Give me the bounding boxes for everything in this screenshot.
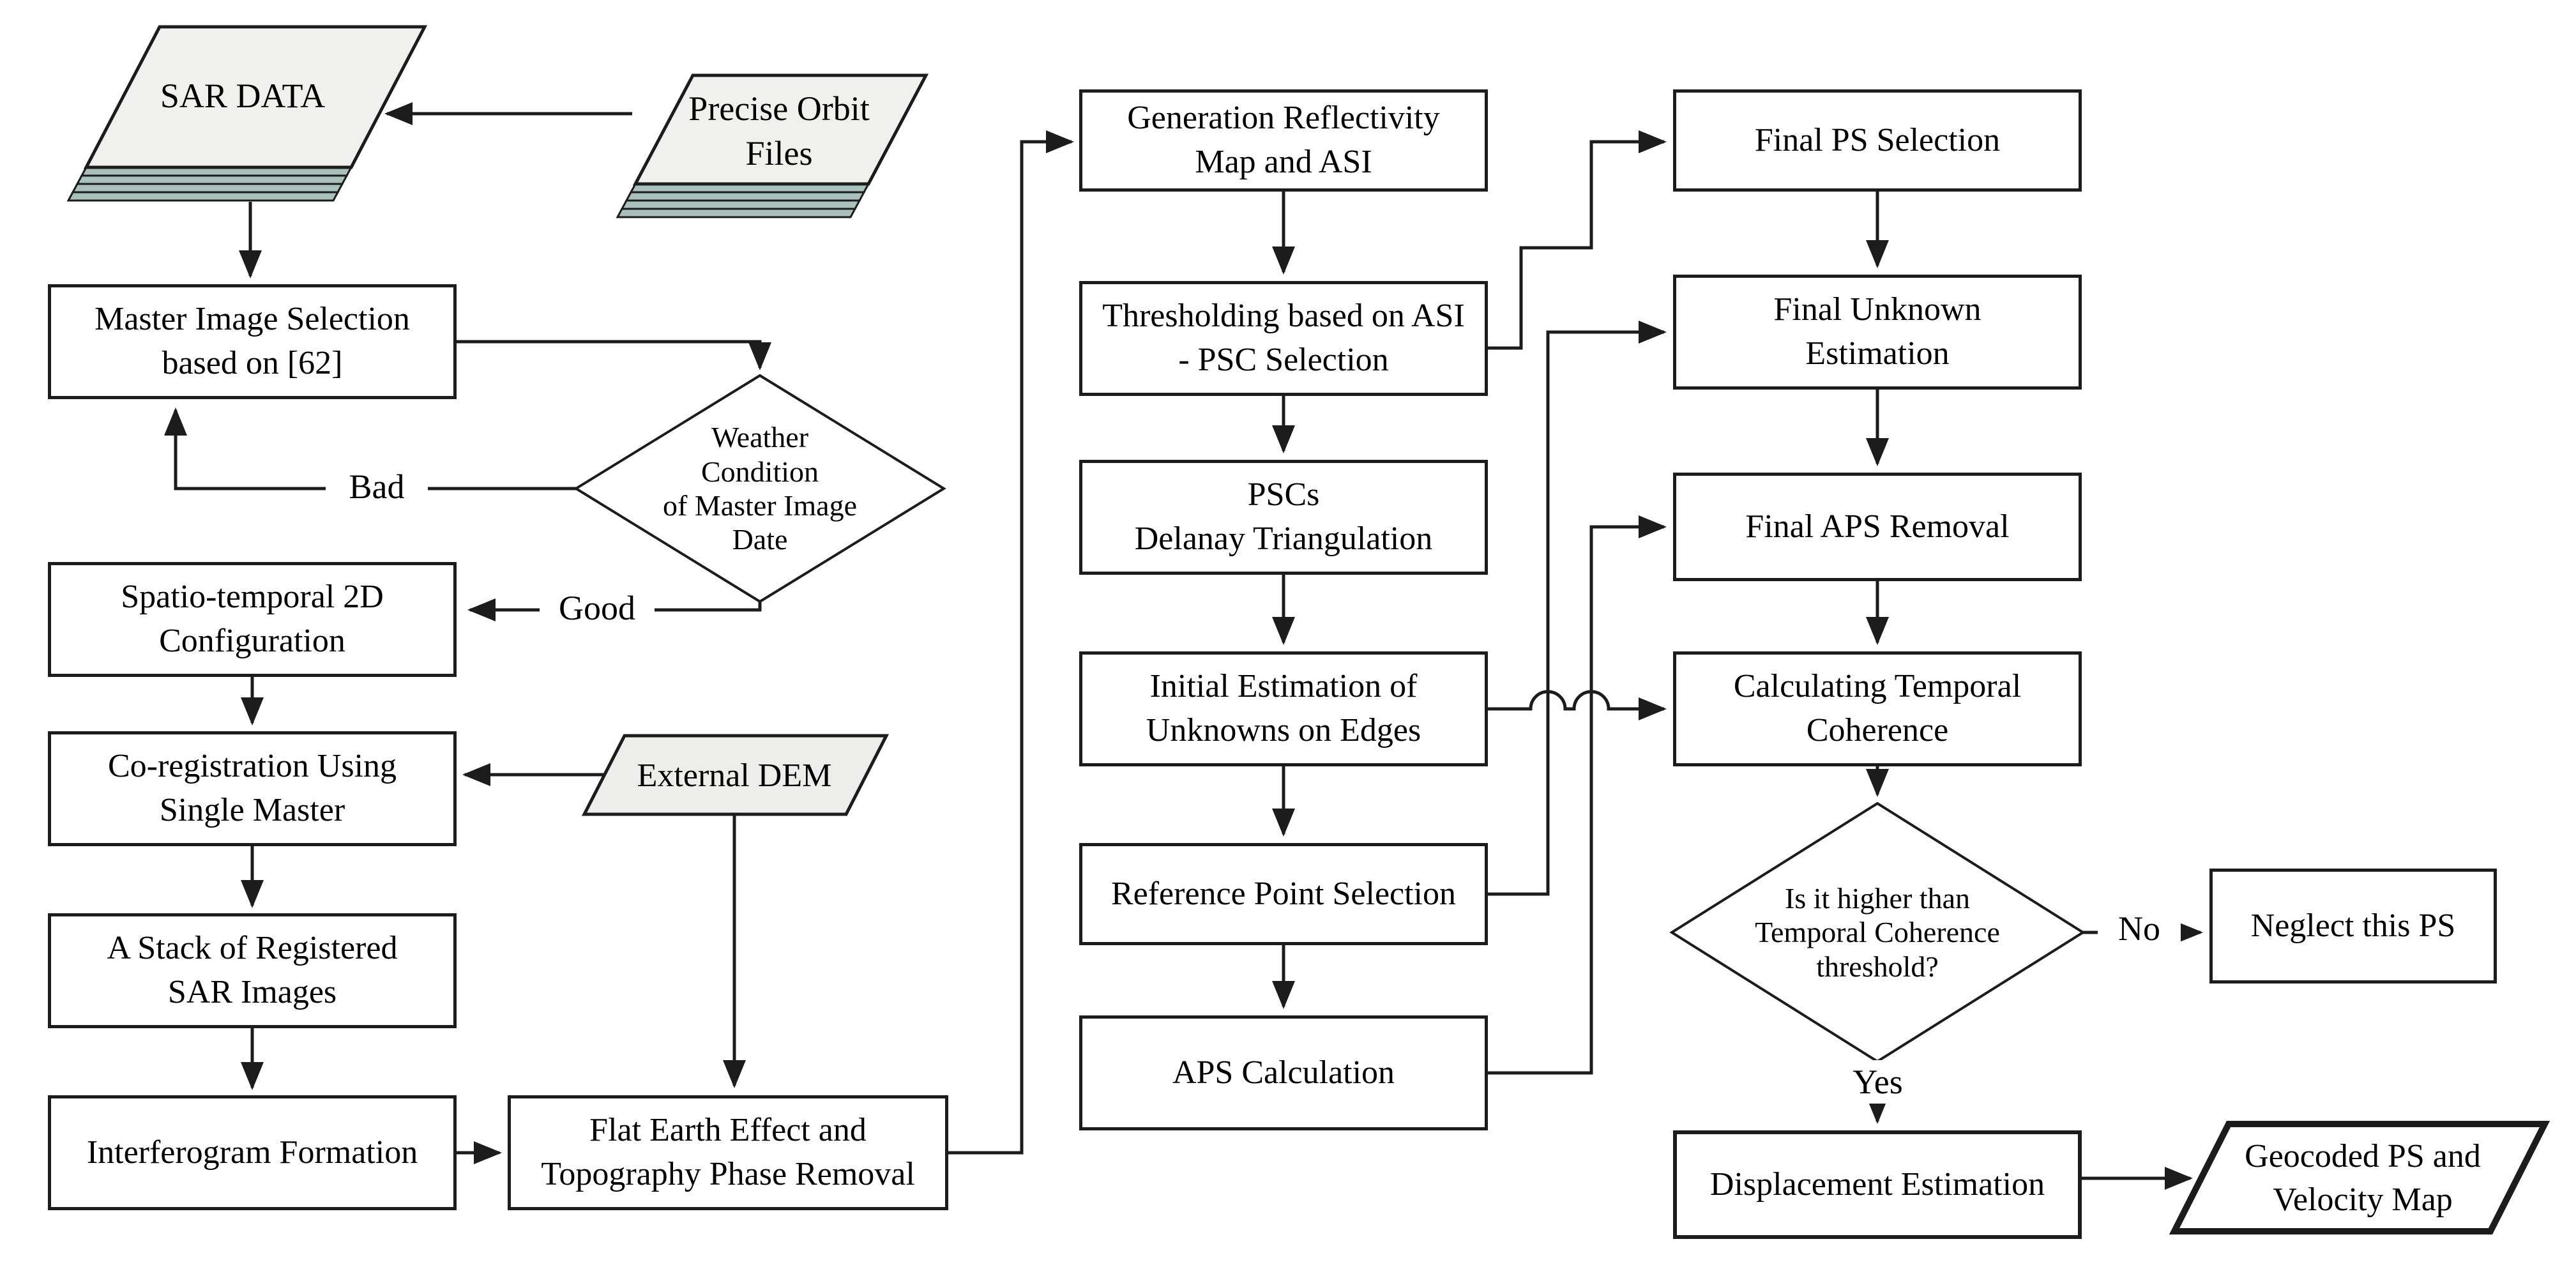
generation-reflectivity-label: Generation Reflectivity Map and ASI xyxy=(1127,100,1440,180)
node-thresholding-psc: Thresholding based on ASI - PSC Selectio… xyxy=(1079,281,1488,396)
node-spatio-temporal-configuration: Spatio-temporal 2D Configuration xyxy=(48,562,457,677)
bad-label-text: Bad xyxy=(349,467,405,506)
node-interferogram-formation: Interferogram Formation xyxy=(48,1095,457,1210)
external-dem-label: External DEM xyxy=(637,757,832,794)
node-coherence-check: Is it higher than Temporal Coherence thr… xyxy=(1711,865,2043,999)
final-unknown-estimation-label: Final Unknown Estimation xyxy=(1773,291,1981,372)
node-aps-calculation: APS Calculation xyxy=(1079,1015,1488,1130)
precise-orbit-files-label: Precise Orbit Files xyxy=(688,89,870,172)
node-final-unknown-estimation: Final Unknown Estimation xyxy=(1673,275,2082,390)
node-initial-estimation: Initial Estimation of Unknowns on Edges xyxy=(1079,651,1488,766)
weather-condition-diamond xyxy=(573,374,946,604)
node-master-image-selection: Master Image Selection based on [62] xyxy=(48,284,457,399)
pscs-triangulation-label: PSCs Delanay Triangulation xyxy=(1134,476,1433,557)
aps-calculation-label: APS Calculation xyxy=(1172,1054,1395,1091)
reference-point-selection-label: Reference Point Selection xyxy=(1110,875,1457,912)
edge-label-bad: Bad xyxy=(326,465,428,508)
edge-label-yes: Yes xyxy=(1831,1060,1924,1104)
calculating-temporal-coherence-label: Calculating Temporal Coherence xyxy=(1733,668,2022,748)
spatio-temporal-configuration-label: Spatio-temporal 2D Configuration xyxy=(121,579,384,659)
stack-registered-images-label: A Stack of Registered SAR Images xyxy=(107,930,398,1010)
node-calculating-temporal-coherence: Calculating Temporal Coherence xyxy=(1673,651,2082,766)
edge-initial-to-calctemporal xyxy=(1488,690,1667,720)
node-pscs-triangulation: PSCs Delanay Triangulation xyxy=(1079,460,1488,575)
precise-orbit-stack-icon xyxy=(616,73,929,218)
node-sar-data: SAR DATA xyxy=(96,51,390,141)
node-reference-point-selection: Reference Point Selection xyxy=(1079,843,1488,945)
edge-reference-to-finalunknown xyxy=(1488,321,1667,896)
node-weather-condition: Weather Condition of Master Image Date xyxy=(587,420,932,557)
node-generation-reflectivity: Generation Reflectivity Map and ASI xyxy=(1079,89,1488,192)
edge-flatearth-to-generation xyxy=(948,130,1074,1155)
edge-thresholding-to-finalps xyxy=(1488,130,1667,350)
weather-condition-label: Weather Condition of Master Image Date xyxy=(663,421,857,556)
node-stack-registered-images: A Stack of Registered SAR Images xyxy=(48,913,457,1028)
interferogram-formation-label: Interferogram Formation xyxy=(86,1134,418,1171)
edge-label-good: Good xyxy=(540,586,655,630)
no-label-text: No xyxy=(2118,909,2160,948)
good-label-text: Good xyxy=(559,589,635,627)
node-precise-orbit-files: Precise Orbit Files xyxy=(645,80,913,182)
sar-data-label: SAR DATA xyxy=(160,76,326,115)
displacement-estimation-label: Displacement Estimation xyxy=(1709,1166,2045,1203)
node-external-dem: External DEM xyxy=(594,741,875,811)
node-geocoded-output: Geocoded PS and Velocity Map xyxy=(2229,1130,2497,1226)
coregistration-label: Co-registration Using Single Master xyxy=(107,748,397,828)
node-neglect-this-ps: Neglect this PS xyxy=(2209,869,2497,984)
edge-label-no: No xyxy=(2098,907,2181,950)
neglect-this-ps-label: Neglect this PS xyxy=(2250,907,2456,944)
final-aps-removal-label: Final APS Removal xyxy=(1745,508,2010,545)
coherence-check-label: Is it higher than Temporal Coherence thr… xyxy=(1755,881,2000,983)
yes-label-text: Yes xyxy=(1852,1063,1903,1101)
sar-data-stack-icon xyxy=(66,25,428,202)
node-coregistration: Co-registration Using Single Master xyxy=(48,731,457,846)
node-final-aps-removal: Final APS Removal xyxy=(1673,473,2082,581)
edge-master-to-weather xyxy=(457,340,771,370)
final-ps-selection-label: Final PS Selection xyxy=(1754,121,2001,158)
geocoded-output-shape xyxy=(2169,1121,2550,1234)
geocoded-output-label: Geocoded PS and Velocity Map xyxy=(2245,1138,2481,1218)
thresholding-psc-label: Thresholding based on ASI - PSC Selectio… xyxy=(1102,298,1465,378)
initial-estimation-label: Initial Estimation of Unknowns on Edges xyxy=(1146,668,1421,748)
node-flat-earth-removal: Flat Earth Effect and Topography Phase R… xyxy=(508,1095,948,1210)
node-final-ps-selection: Final PS Selection xyxy=(1673,89,2082,192)
flat-earth-removal-label: Flat Earth Effect and Topography Phase R… xyxy=(541,1112,915,1192)
edge-weather-bad-to-master xyxy=(164,407,576,490)
external-dem-shape xyxy=(581,734,890,816)
edge-aps-to-finalaps xyxy=(1488,515,1667,1075)
node-displacement-estimation: Displacement Estimation xyxy=(1673,1130,2082,1239)
master-image-selection-label: Master Image Selection based on [62] xyxy=(95,301,410,381)
